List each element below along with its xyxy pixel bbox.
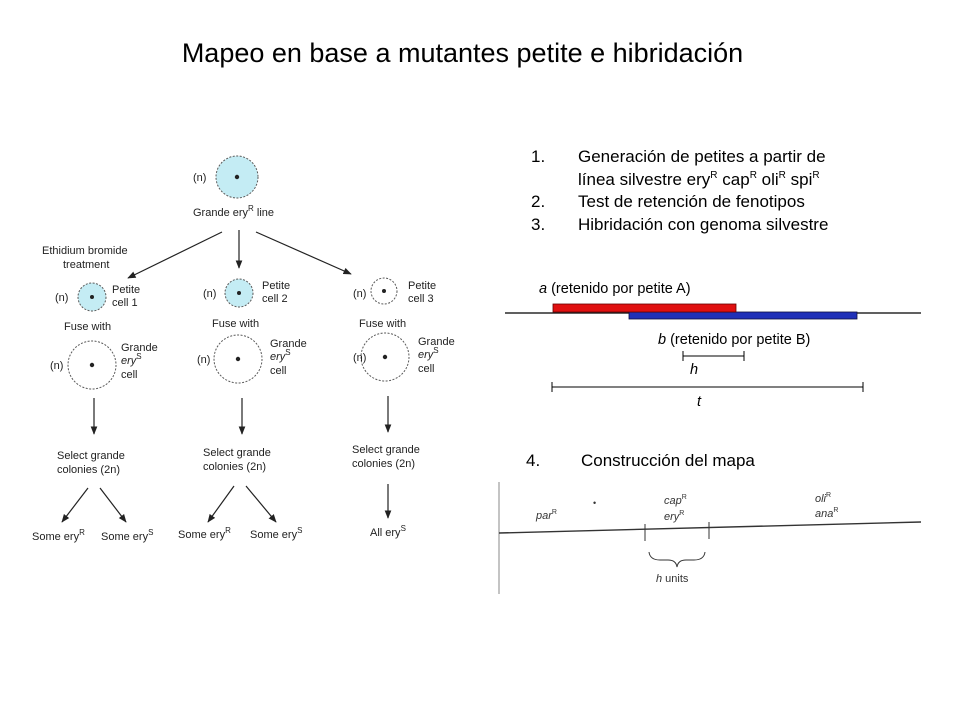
column-petite-2: (n) Petite cell 2 Fuse with (n) Grande e… bbox=[178, 278, 307, 541]
arrow-down bbox=[245, 485, 277, 523]
marker-oli: oliR bbox=[815, 492, 831, 505]
svg-text:eryS: eryS bbox=[418, 346, 439, 361]
segment-b-bar bbox=[628, 311, 858, 320]
segment-a-label: a (retenido por petite A) bbox=[539, 281, 691, 297]
arrow-down bbox=[207, 485, 235, 523]
step-text: Generación de petites a partir de línea … bbox=[578, 147, 826, 189]
svg-text:Fuse with: Fuse with bbox=[212, 318, 259, 330]
arrow-down bbox=[99, 487, 127, 523]
step-number: 4. bbox=[526, 451, 541, 470]
svg-text:colonies (2n): colonies (2n) bbox=[352, 458, 415, 470]
svg-text:eryS: eryS bbox=[270, 348, 291, 363]
svg-text:cell: cell bbox=[418, 363, 435, 375]
segment-b-label: b (retenido por petite B) bbox=[658, 332, 810, 348]
genetic-map: parR • capR eryR oliR anaR h units bbox=[498, 482, 922, 594]
svg-text:cell 3: cell 3 bbox=[408, 293, 434, 305]
svg-text:Fuse with: Fuse with bbox=[359, 318, 406, 330]
total-t-bracket bbox=[551, 382, 864, 392]
step-1: 1. Generación de petites a partir de lín… bbox=[531, 146, 828, 191]
nucleus-dot bbox=[237, 291, 241, 295]
svg-text:Select grande: Select grande bbox=[57, 450, 125, 462]
units-ticks bbox=[644, 522, 710, 541]
petite-schematic: (n) Grande eryR line Ethidium bromide tr… bbox=[32, 155, 455, 543]
svg-text:Some eryR: Some eryR bbox=[178, 526, 231, 541]
svg-text:All eryS: All eryS bbox=[370, 524, 406, 539]
arrow-to-petite-3 bbox=[255, 231, 352, 275]
overlap-h-bracket bbox=[682, 351, 745, 361]
svg-text:Grande: Grande bbox=[418, 336, 455, 348]
nucleus-dot bbox=[382, 289, 386, 293]
svg-text:Fuse with: Fuse with bbox=[64, 321, 111, 333]
svg-text:colonies (2n): colonies (2n) bbox=[203, 461, 266, 473]
step-4: 4. Construcción del mapa bbox=[526, 451, 755, 471]
step-2: 2. Test de retención de fenotipos bbox=[531, 191, 828, 214]
column-petite-3: (n) Petite cell 3 Fuse with (n) Grande e… bbox=[352, 277, 455, 539]
svg-text:Petite: Petite bbox=[262, 280, 290, 292]
ethidium-label-line1: Ethidium bromide bbox=[42, 245, 128, 257]
ethidium-label-line2: treatment bbox=[63, 259, 109, 271]
step-number: 1. bbox=[531, 147, 546, 166]
column-petite-1: (n) Petite cell 1 Fuse with (n) Grande e… bbox=[32, 282, 158, 543]
marker-ana: anaR bbox=[815, 507, 838, 520]
nucleus-dot bbox=[90, 295, 94, 299]
svg-text:(n): (n) bbox=[203, 288, 216, 300]
step-number: 2. bbox=[531, 192, 546, 211]
grande-line-label: Grande eryR line bbox=[193, 204, 274, 219]
svg-text:(n): (n) bbox=[353, 352, 366, 364]
stray-mark: • bbox=[593, 498, 596, 508]
nucleus-dot bbox=[382, 354, 388, 360]
svg-text:colonies (2n): colonies (2n) bbox=[57, 464, 120, 476]
marker-ery: eryR bbox=[664, 510, 684, 523]
svg-text:cell 1: cell 1 bbox=[112, 297, 138, 309]
nucleus-dot bbox=[89, 362, 95, 368]
svg-text:(n): (n) bbox=[197, 354, 210, 366]
svg-text:Some eryS: Some eryS bbox=[250, 526, 302, 541]
svg-text:Select grande: Select grande bbox=[352, 444, 420, 456]
h-label: h bbox=[690, 362, 698, 378]
svg-text:cell: cell bbox=[121, 369, 138, 381]
t-label: t bbox=[697, 394, 702, 410]
segment-diagram: a (retenido por petite A) b (retenido po… bbox=[505, 281, 921, 410]
step-text: Test de retención de fenotipos bbox=[578, 192, 805, 211]
svg-text:cell 2: cell 2 bbox=[262, 293, 288, 305]
step-text: Hibridación con genoma silvestre bbox=[578, 214, 829, 234]
step-number: 3. bbox=[531, 214, 546, 234]
arrow-down bbox=[61, 487, 89, 523]
marker-par: parR bbox=[535, 509, 557, 522]
slide-title: Mapeo en base a mutantes petite e hibrid… bbox=[181, 38, 744, 68]
svg-text:Some eryR: Some eryR bbox=[32, 528, 85, 543]
ploidy-label: (n) bbox=[193, 172, 206, 184]
step-3: 3. Hibridación con genoma silvestre bbox=[531, 214, 828, 237]
step-text: Construcción del mapa bbox=[581, 451, 755, 470]
svg-text:Select grande: Select grande bbox=[203, 447, 271, 459]
segment-a-bar bbox=[552, 303, 737, 313]
svg-text:Petite: Petite bbox=[112, 284, 140, 296]
arrow-to-petite-1 bbox=[127, 231, 223, 279]
units-brace bbox=[648, 551, 706, 568]
svg-text:Some eryS: Some eryS bbox=[101, 528, 153, 543]
svg-text:(n): (n) bbox=[55, 292, 68, 304]
svg-text:eryS: eryS bbox=[121, 352, 142, 367]
map-chromosome-line bbox=[498, 521, 922, 534]
nucleus-dot bbox=[234, 174, 240, 180]
steps-list: 1. Generación de petites a partir de lín… bbox=[531, 146, 828, 236]
nucleus-dot bbox=[235, 356, 241, 362]
svg-text:cell: cell bbox=[270, 365, 287, 377]
svg-text:Grande: Grande bbox=[270, 338, 307, 350]
svg-text:Petite: Petite bbox=[408, 280, 436, 292]
units-label: h units bbox=[656, 573, 689, 585]
svg-text:(n): (n) bbox=[50, 360, 63, 372]
svg-text:Grande: Grande bbox=[121, 342, 158, 354]
svg-text:(n): (n) bbox=[353, 288, 366, 300]
marker-cap: capR bbox=[664, 494, 687, 507]
